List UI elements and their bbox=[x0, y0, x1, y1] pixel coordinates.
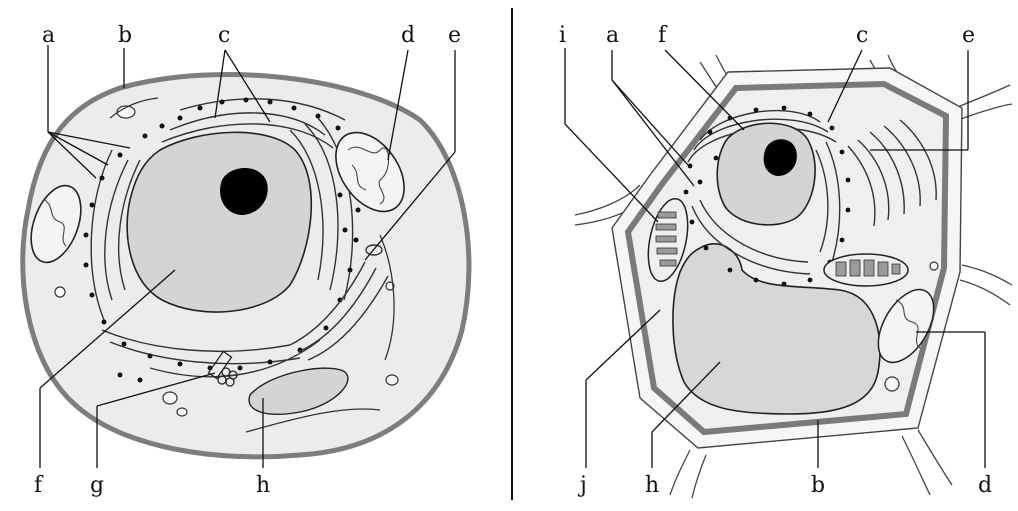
plant-label-h: h bbox=[645, 473, 659, 498]
plant-label-d: d bbox=[978, 473, 992, 498]
plant-label-c: c bbox=[856, 23, 868, 48]
animal-label-b: b bbox=[118, 23, 132, 48]
plant-chloroplast-middle bbox=[824, 254, 908, 286]
animal-label-f: f bbox=[34, 473, 44, 498]
plant-label-i: i bbox=[559, 23, 566, 48]
animal-label-d: d bbox=[401, 23, 415, 48]
plant-label-f: f bbox=[658, 23, 668, 48]
animal-nucleus bbox=[127, 132, 311, 312]
animal-label-c: c bbox=[218, 23, 230, 48]
animal-label-g: g bbox=[90, 473, 104, 498]
plant-label-j: j bbox=[577, 473, 587, 498]
plant-label-e: e bbox=[962, 23, 975, 48]
animal-label-e: e bbox=[448, 23, 461, 48]
plant-label-b: b bbox=[811, 473, 825, 498]
animal-cell bbox=[22, 75, 469, 457]
plant-label-a: a bbox=[606, 23, 619, 48]
animal-label-a: a bbox=[42, 23, 55, 48]
plant-cell bbox=[575, 55, 1012, 498]
animal-label-h: h bbox=[256, 473, 270, 498]
plant-nucleus bbox=[717, 123, 815, 225]
